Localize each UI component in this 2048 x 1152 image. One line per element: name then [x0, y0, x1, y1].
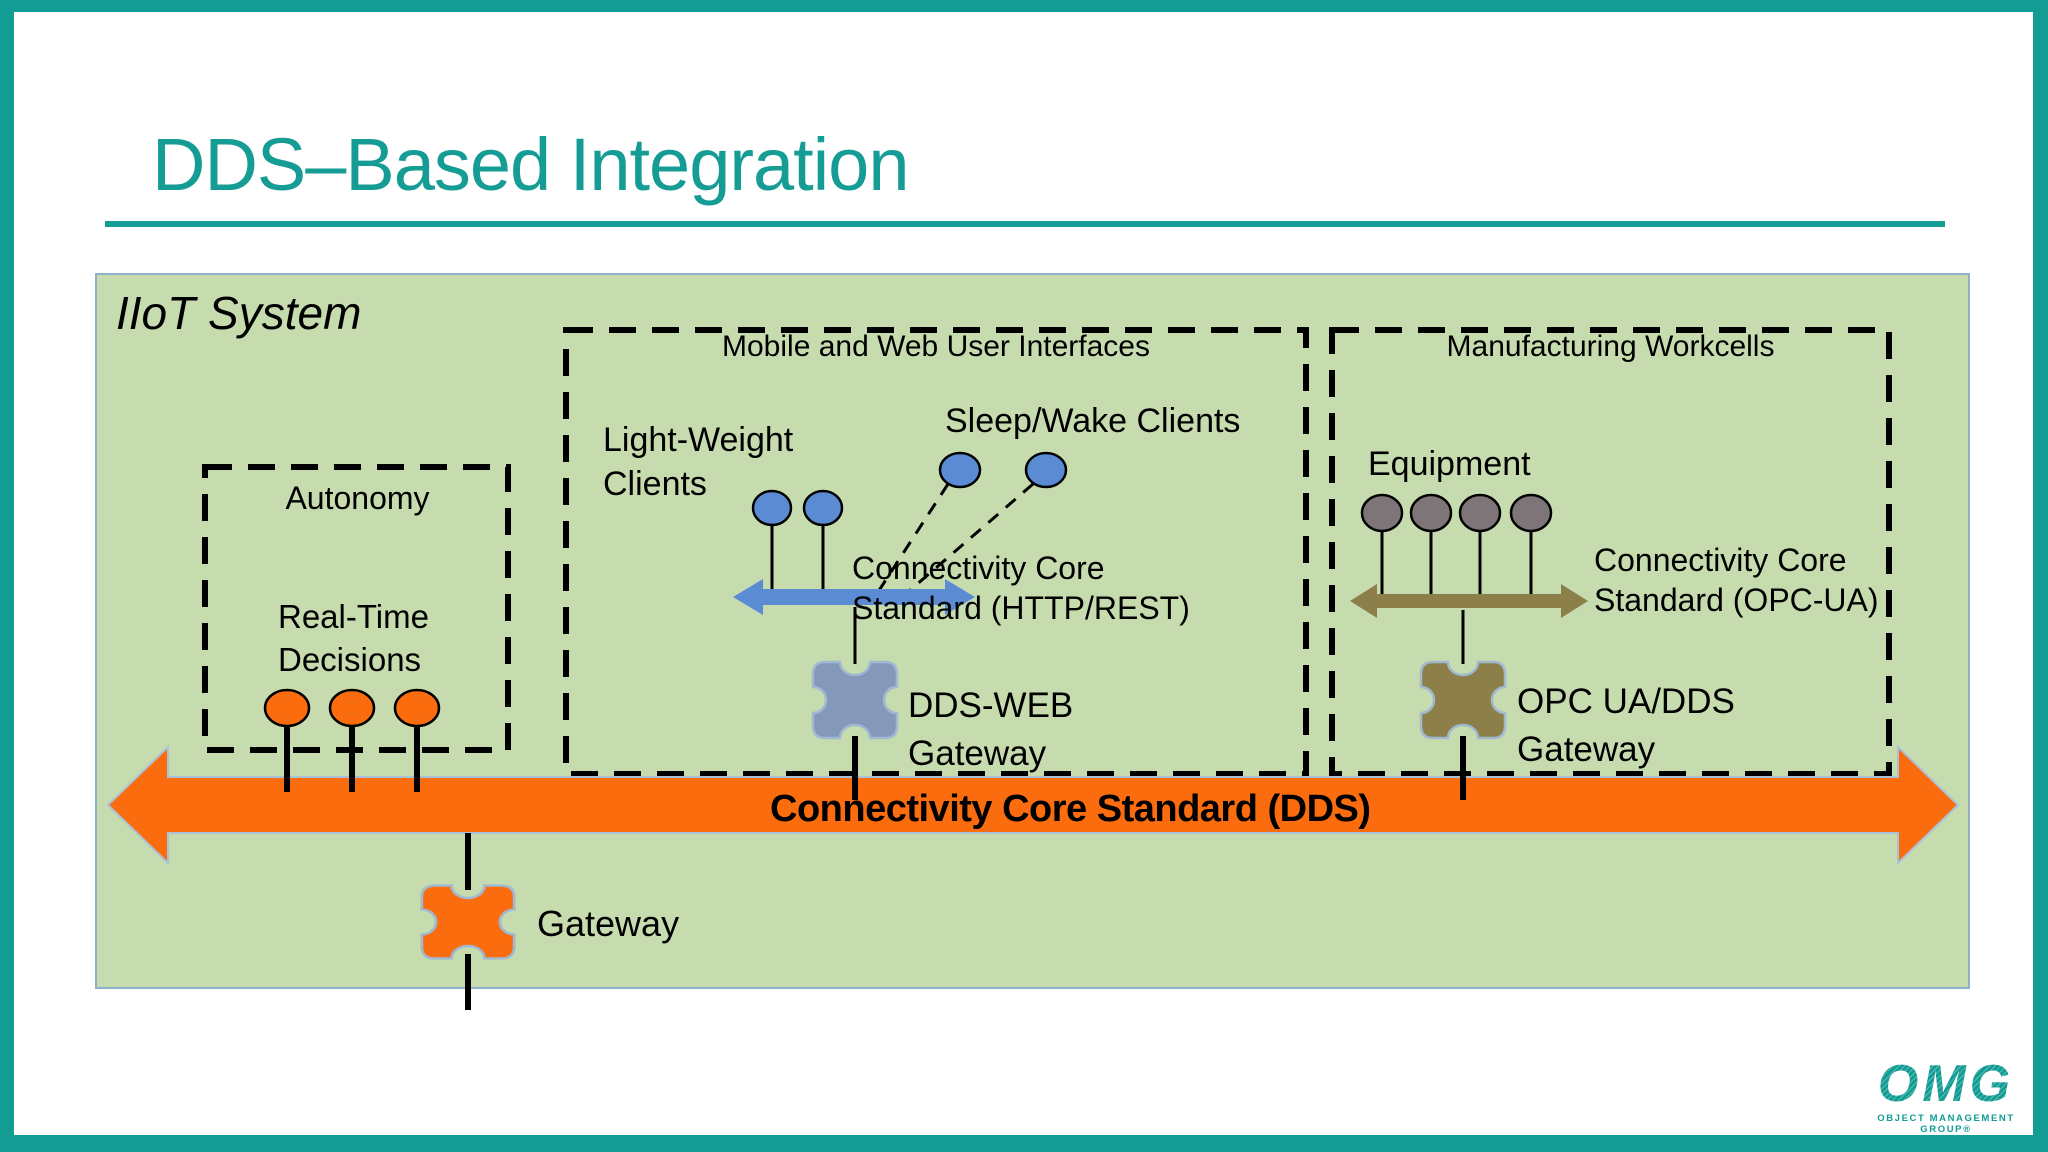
slide-border-left	[0, 0, 14, 1152]
equipment-node	[1458, 493, 1502, 533]
dds-bus-label: Connectivity Core Standard (DDS)	[770, 788, 1371, 830]
ddsweb-gateway-line1: DDS-WEB	[908, 686, 1074, 725]
opc-ua-arrow	[1350, 584, 1588, 618]
omg-registered-mark: ®	[1963, 1124, 1972, 1135]
iiot-system-panel	[95, 273, 1970, 989]
lightweight-clients-label: Light-Weight Clients	[603, 418, 793, 506]
title-underline	[105, 221, 1945, 227]
equipment-node	[1509, 493, 1553, 533]
mobile-web-box-title: Mobile and Web User Interfaces	[722, 330, 1150, 363]
equipment-label: Equipment	[1368, 445, 1531, 483]
sleepwake-client-node	[1024, 451, 1068, 489]
ccs-http-rest-label: Connectivity Core Standard (HTTP/REST)	[852, 548, 1190, 628]
manufacturing-box	[1329, 327, 1892, 777]
realtime-line2: Decisions	[278, 641, 422, 678]
opc-gateway-label: OPC UA/DDS Gateway	[1517, 678, 1735, 774]
sleepwake-client-node	[938, 451, 982, 489]
ccs-opc-line1: Connectivity Core	[1594, 542, 1847, 578]
ddsweb-gateway-line2: Gateway	[908, 734, 1047, 773]
slide-border-top	[0, 0, 2048, 12]
autonomy-box-title: Autonomy	[285, 480, 430, 516]
omg-caption-text: OBJECT MANAGEMENT GROUP	[1877, 1113, 2015, 1135]
autonomy-node	[393, 688, 441, 728]
http-rest-arrow	[733, 579, 975, 615]
omg-logo-text: OMG	[1868, 1058, 2024, 1110]
equipment-node	[1409, 493, 1453, 533]
ccs-opc-ua-label: Connectivity Core Standard (OPC-UA)	[1594, 540, 1879, 620]
slide-border-right	[2033, 0, 2048, 1152]
lightweight-line2: Clients	[603, 465, 707, 503]
slide-border-bottom	[0, 1135, 2048, 1152]
opc-gateway-line2: Gateway	[1517, 730, 1656, 769]
iiot-system-label: IIoT System	[116, 287, 362, 339]
page-title: DDS–Based Integration	[152, 123, 909, 206]
realtime-line1: Real-Time	[278, 598, 429, 635]
ccs-opc-line2: Standard (OPC-UA)	[1594, 582, 1879, 618]
edge-gateway-shape	[420, 884, 516, 960]
dds-bus-arrow	[106, 744, 1960, 866]
omg-logo-caption: OBJECT MANAGEMENT GROUP®	[1868, 1113, 2024, 1135]
opc-gateway-shape	[1419, 660, 1507, 740]
realtime-decisions-label: Real-Time Decisions	[278, 595, 429, 681]
opc-gateway-line1: OPC UA/DDS	[1517, 682, 1735, 721]
sleepwake-clients-label: Sleep/Wake Clients	[945, 402, 1241, 440]
autonomy-node	[328, 688, 376, 728]
autonomy-box	[202, 464, 511, 753]
lightweight-client-node	[802, 489, 844, 527]
equipment-node	[1360, 493, 1404, 533]
lightweight-line1: Light-Weight	[603, 421, 794, 459]
ddsweb-gateway-shape	[811, 660, 899, 740]
mobile-web-box	[563, 327, 1309, 777]
sleepwake-dashed-link	[907, 482, 1034, 594]
lightweight-client-node	[751, 489, 793, 527]
manufacturing-box-title: Manufacturing Workcells	[1446, 330, 1775, 363]
omg-logo: OMG OBJECT MANAGEMENT GROUP®	[1868, 1058, 2024, 1135]
autonomy-node	[263, 688, 311, 728]
edge-gateway-label: Gateway	[537, 903, 680, 944]
ddsweb-gateway-label: DDS-WEB Gateway	[908, 682, 1073, 778]
ccs-http-line2: Standard (HTTP/REST)	[852, 590, 1190, 626]
ccs-http-line1: Connectivity Core	[852, 550, 1105, 586]
